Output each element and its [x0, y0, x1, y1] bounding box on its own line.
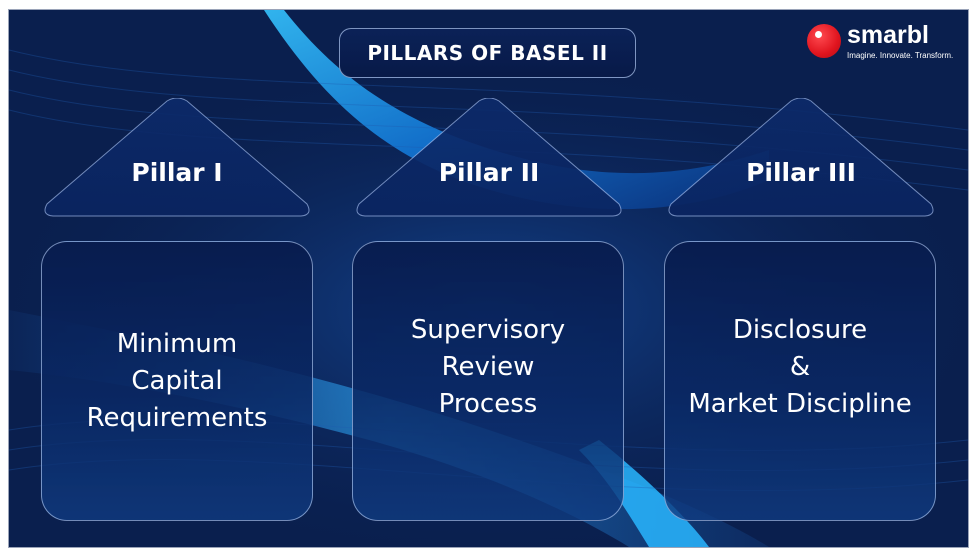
pillar-3-roof: Pillar III — [663, 98, 939, 218]
roof-triangle-icon — [44, 98, 310, 217]
pillar-1-roof: Pillar I — [39, 98, 315, 218]
pillar-3-heading: Pillar III — [746, 158, 856, 187]
pillar-1-card: Minimum Capital Requirements — [41, 241, 313, 521]
logo-mark-icon — [807, 24, 841, 58]
pillar-1-line-2: Capital — [131, 365, 223, 396]
pillar-1-line-1: Minimum — [116, 328, 238, 359]
pillar-2-heading: Pillar II — [438, 158, 540, 187]
pillar-1-heading: Pillar I — [131, 158, 223, 187]
page-title: PILLARS OF BASEL II — [339, 28, 636, 78]
pillar-2-line-3: Process — [438, 388, 538, 419]
pillar-2-line-1: Supervisory — [410, 314, 566, 345]
pillar-2-card: Supervisory Review Process — [352, 241, 624, 521]
pillar-3-line-2: & — [789, 351, 811, 382]
pillar-3-line-1: Disclosure — [732, 314, 868, 345]
pillar-2-roof: Pillar II — [351, 98, 627, 218]
roof-triangle-icon — [668, 98, 934, 217]
smarbl-logo: smarbl Imagine. Innovate. Transform. — [807, 21, 957, 64]
slide: PILLARS OF BASEL II smarbl Imagine. Inno… — [8, 9, 969, 548]
pillar-3-line-3: Market Discipline — [688, 388, 912, 419]
roof-triangle-icon — [356, 98, 622, 217]
logo-name: smarbl — [847, 21, 929, 49]
logo-tagline: Imagine. Innovate. Transform. — [847, 51, 954, 60]
pillar-1-line-3: Requirements — [86, 402, 268, 433]
pillar-2-line-2: Review — [441, 351, 535, 382]
pillar-3-card: Disclosure & Market Discipline — [664, 241, 936, 521]
